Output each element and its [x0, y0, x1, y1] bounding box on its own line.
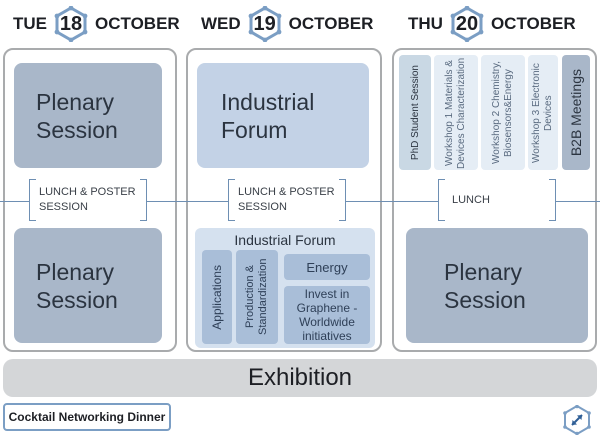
- plenary-session-block[interactable]: Plenary Session: [14, 63, 162, 168]
- lunch-poster-session: LUNCH & POSTER SESSION: [29, 179, 147, 221]
- session-label: Workshop 3 Electronic Devices: [531, 62, 554, 163]
- date-number: 20: [455, 12, 479, 35]
- track-label: Applications: [210, 264, 224, 330]
- session-title: Plenary Session: [36, 88, 118, 143]
- lunch-session: LUNCH: [438, 179, 556, 221]
- date-number: 18: [59, 12, 83, 35]
- weekday-label: TUE: [13, 14, 47, 33]
- session-label: Workshop 2 Chemistry, Biosensors&Energy: [491, 61, 514, 164]
- expand-button[interactable]: [562, 404, 592, 436]
- date-badge: 19: [247, 6, 283, 42]
- day-header-wed: WED 19 OCTOBER: [201, 4, 373, 44]
- exhibition-label: Exhibition: [247, 364, 353, 391]
- plenary-session-block[interactable]: Plenary Session: [14, 228, 162, 343]
- weekday-label: WED: [201, 14, 241, 33]
- lunch-poster-session: LUNCH & POSTER SESSION: [228, 179, 346, 221]
- lunch-label: LUNCH & POSTER SESSION: [39, 186, 136, 213]
- forum-track-invest[interactable]: Invest in Graphene - Worldwide initiativ…: [284, 286, 370, 344]
- lunch-label: LUNCH: [452, 193, 490, 206]
- day-header-tue: TUE 18 OCTOBER: [13, 4, 180, 44]
- industrial-forum-panel: Industrial Forum Applications Production…: [195, 228, 375, 348]
- hexagon-badge-icon: [248, 6, 282, 42]
- track-label: Invest in Graphene - Worldwide initiativ…: [296, 287, 358, 343]
- session-label: PhD Student Session: [409, 64, 421, 161]
- b2b-meetings[interactable]: B2B Meetings: [562, 55, 590, 170]
- phd-student-session[interactable]: PhD Student Session: [399, 55, 431, 170]
- forum-track-energy[interactable]: Energy: [284, 254, 370, 280]
- industrial-forum-title: Industrial Forum: [234, 232, 336, 248]
- session-title: Industrial Forum: [221, 88, 315, 143]
- date-number: 19: [253, 12, 276, 35]
- hexagon-badge-icon: [450, 6, 484, 42]
- workshop-1[interactable]: Workshop 1 Materials & Devices Character…: [434, 55, 478, 170]
- day-header-thu: THU 20 OCTOBER: [408, 4, 576, 44]
- date-badge: 20: [449, 6, 485, 42]
- lunch-label: LUNCH & POSTER SESSION: [238, 186, 335, 213]
- workshop-3[interactable]: Workshop 3 Electronic Devices: [528, 55, 558, 170]
- track-label: Energy: [306, 259, 348, 275]
- date-badge: 18: [53, 6, 89, 42]
- month-label: OCTOBER: [288, 14, 374, 33]
- cocktail-networking-dinner[interactable]: Cocktail Networking Dinner: [3, 403, 171, 431]
- workshop-2[interactable]: Workshop 2 Chemistry, Biosensors&Energy: [481, 55, 525, 170]
- hexagon-badge-icon: [54, 6, 88, 42]
- weekday-label: THU: [408, 14, 443, 33]
- session-title: Plenary Session: [36, 258, 118, 313]
- plenary-session-block[interactable]: Plenary Session: [406, 228, 588, 343]
- track-label: Production & Standardization: [244, 258, 269, 336]
- forum-track-production[interactable]: Production & Standardization: [236, 250, 278, 344]
- session-label: Workshop 1 Materials & Devices Character…: [444, 56, 467, 169]
- forum-track-applications[interactable]: Applications: [202, 250, 232, 344]
- month-label: OCTOBER: [95, 14, 180, 33]
- expand-arrows-icon: [563, 404, 591, 436]
- month-label: OCTOBER: [490, 14, 576, 33]
- industrial-forum-block[interactable]: Industrial Forum: [197, 63, 369, 168]
- session-label: B2B Meetings: [568, 68, 584, 157]
- cocktail-label: Cocktail Networking Dinner: [8, 410, 166, 424]
- session-title: Plenary Session: [444, 258, 526, 313]
- exhibition-bar[interactable]: Exhibition: [3, 359, 597, 397]
